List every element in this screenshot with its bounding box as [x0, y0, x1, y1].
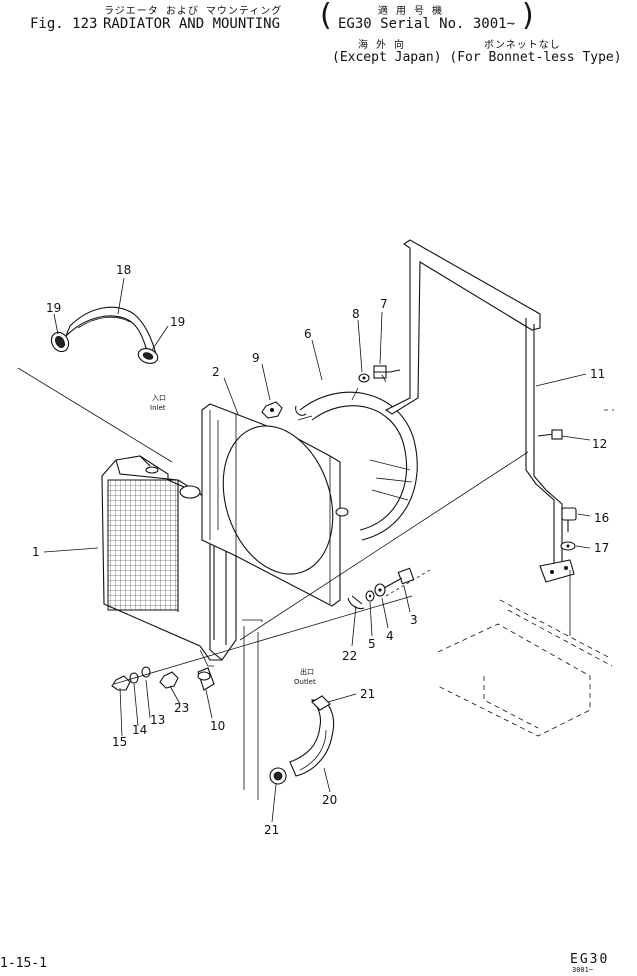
- callout-15: 15: [112, 735, 127, 749]
- bracket-left: (: [320, 0, 332, 33]
- callout-19-right: 19: [170, 315, 185, 329]
- callout-17: 17: [594, 541, 609, 555]
- inlet-label: 入口 Inlet: [150, 394, 166, 412]
- svg-text:Outlet: Outlet: [294, 678, 316, 686]
- bolt-12: [537, 429, 563, 440]
- lower-hose-20: [289, 699, 335, 777]
- bracket-right: ): [522, 0, 534, 33]
- callout-18: 18: [116, 263, 131, 277]
- model-serial: EG30 Serial No. 3001~: [338, 16, 516, 32]
- callout-22: 22: [342, 649, 357, 663]
- bolt-3: [383, 567, 415, 589]
- upper-hose-18: [65, 306, 157, 356]
- figure-number: Fig. 123: [30, 16, 98, 32]
- bonnetless-japanese: ボンネットなし: [484, 40, 561, 51]
- callout-labels: 1 2 3 4 5 6 7 8 9 10 11 12 13 14 15 16 1…: [32, 263, 609, 837]
- assembly-guide-lines: [17, 367, 571, 800]
- callout-9: 9: [252, 351, 260, 365]
- bolt-7: [373, 365, 401, 379]
- callout-7: 7: [380, 297, 388, 311]
- hose-clamp-21-upper: [311, 695, 331, 711]
- hose-clamp-21-lower: [269, 767, 287, 785]
- washer-13: [141, 666, 151, 678]
- callout-5: 5: [368, 637, 376, 651]
- applicable-models-japanese: 適 用 号 機: [378, 6, 444, 17]
- svg-text:出口: 出口: [300, 667, 314, 676]
- callout-10: 10: [210, 719, 225, 733]
- callout-20: 20: [322, 793, 337, 807]
- washer-8: [358, 373, 370, 383]
- callout-11: 11: [590, 367, 605, 381]
- title-japanese: ラジエータ および マウンティング: [104, 6, 283, 17]
- callout-3: 3: [410, 613, 418, 627]
- overseas-japanese: 海 外 向: [358, 40, 406, 51]
- fan-shroud-2: [201, 403, 341, 607]
- callout-6: 6: [304, 327, 312, 341]
- nut-15: [111, 675, 131, 691]
- callout-12: 12: [592, 437, 607, 451]
- callout-23: 23: [174, 701, 189, 715]
- drain-cock-10: [197, 667, 215, 691]
- hose-clamp-19-right: [137, 348, 159, 364]
- callout-1: 1: [32, 545, 40, 559]
- callout-4: 4: [386, 629, 394, 643]
- footer-model: EG30: [570, 952, 610, 967]
- callout-14: 14: [132, 723, 147, 737]
- nut-23: [159, 671, 179, 689]
- washer-17: [560, 541, 576, 551]
- clip-22: [347, 595, 365, 610]
- outlet-label: 出口 Outlet: [294, 667, 316, 686]
- engine-frame-outline: [437, 599, 613, 737]
- bolt-16: [561, 507, 577, 532]
- callout-13: 13: [150, 713, 165, 727]
- upper-bracket-11: [384, 239, 575, 583]
- washer-5: [365, 590, 375, 602]
- svg-text:Inlet: Inlet: [150, 404, 166, 412]
- figure-title: RADIATOR AND MOUNTING: [103, 16, 281, 32]
- svg-text:入口: 入口: [152, 394, 166, 402]
- nut-9: [261, 401, 283, 419]
- callout-19-left: 19: [46, 301, 61, 315]
- callout-8: 8: [352, 307, 360, 321]
- callout-16: 16: [594, 511, 609, 525]
- callout-21-lower: 21: [264, 823, 279, 837]
- page-code: 1-15-1: [0, 956, 47, 971]
- leader-lines: [43, 277, 591, 823]
- fan-guard-6: [295, 391, 418, 541]
- washer-4: [374, 583, 386, 597]
- callout-21-upper: 21: [360, 687, 375, 701]
- hose-clamp-19-left: [50, 331, 70, 353]
- footer-serial: 3001~: [572, 966, 594, 974]
- application-note: (Except Japan) (For Bonnet-less Type): [332, 50, 622, 65]
- callout-2: 2: [212, 365, 220, 379]
